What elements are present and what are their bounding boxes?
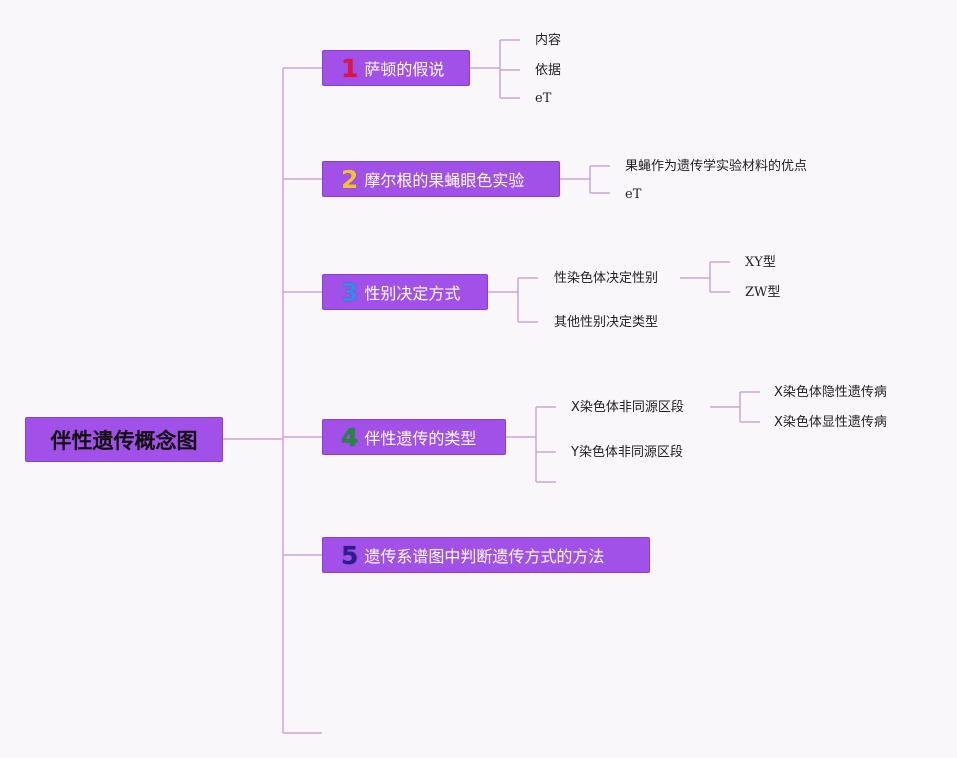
- branch-1-label: 萨顿的假说: [364, 60, 445, 79]
- branch-4-node[interactable]: 4 伴性遗传的类型: [322, 419, 506, 455]
- branch-4-child-2[interactable]: Y染色体非同源区段: [571, 445, 683, 460]
- branch-4-label: 伴性遗传的类型: [364, 429, 477, 448]
- number-1-icon: 1: [341, 53, 359, 83]
- branch-3-grandchild-1[interactable]: XY型: [745, 255, 776, 270]
- number-3-icon: 3: [341, 277, 359, 307]
- branch-4-grandchild-2[interactable]: X染色体显性遗传病: [774, 415, 887, 430]
- branch-3-child-2[interactable]: 其他性别决定类型: [554, 315, 659, 330]
- central-topic[interactable]: 伴性遗传概念图: [25, 417, 223, 462]
- branch-5-node[interactable]: 5 遗传系谱图中判断遗传方式的方法: [322, 537, 650, 573]
- number-2-icon: 2: [341, 164, 359, 194]
- branch-2-node[interactable]: 2 摩尔根的果蝇眼色实验: [322, 161, 560, 197]
- branch-1-child-1[interactable]: 内容: [535, 33, 562, 48]
- branch-3-label: 性别决定方式: [364, 284, 461, 303]
- branch-1-node[interactable]: 1 萨顿的假说: [322, 50, 470, 86]
- branch-5-label: 遗传系谱图中判断遗传方式的方法: [364, 547, 605, 566]
- branch-1-child-2[interactable]: 依据: [535, 63, 562, 78]
- branch-3-node[interactable]: 3 性别决定方式: [322, 274, 488, 310]
- branch-1-child-3[interactable]: eT: [535, 91, 552, 106]
- branch-2-child-2[interactable]: eT: [625, 187, 642, 202]
- number-4-icon: 4: [341, 422, 359, 452]
- branch-3-grandchild-2[interactable]: ZW型: [745, 285, 781, 300]
- branch-3-child-1[interactable]: 性染色体决定性别: [554, 271, 659, 286]
- branch-4-grandchild-1[interactable]: X染色体隐性遗传病: [774, 385, 887, 400]
- branch-2-child-1[interactable]: 果蝇作为遗传学实验材料的优点: [625, 159, 808, 174]
- branch-2-label: 摩尔根的果蝇眼色实验: [364, 171, 525, 190]
- branch-4-child-1[interactable]: X染色体非同源区段: [571, 400, 684, 415]
- number-5-icon: 5: [341, 540, 359, 570]
